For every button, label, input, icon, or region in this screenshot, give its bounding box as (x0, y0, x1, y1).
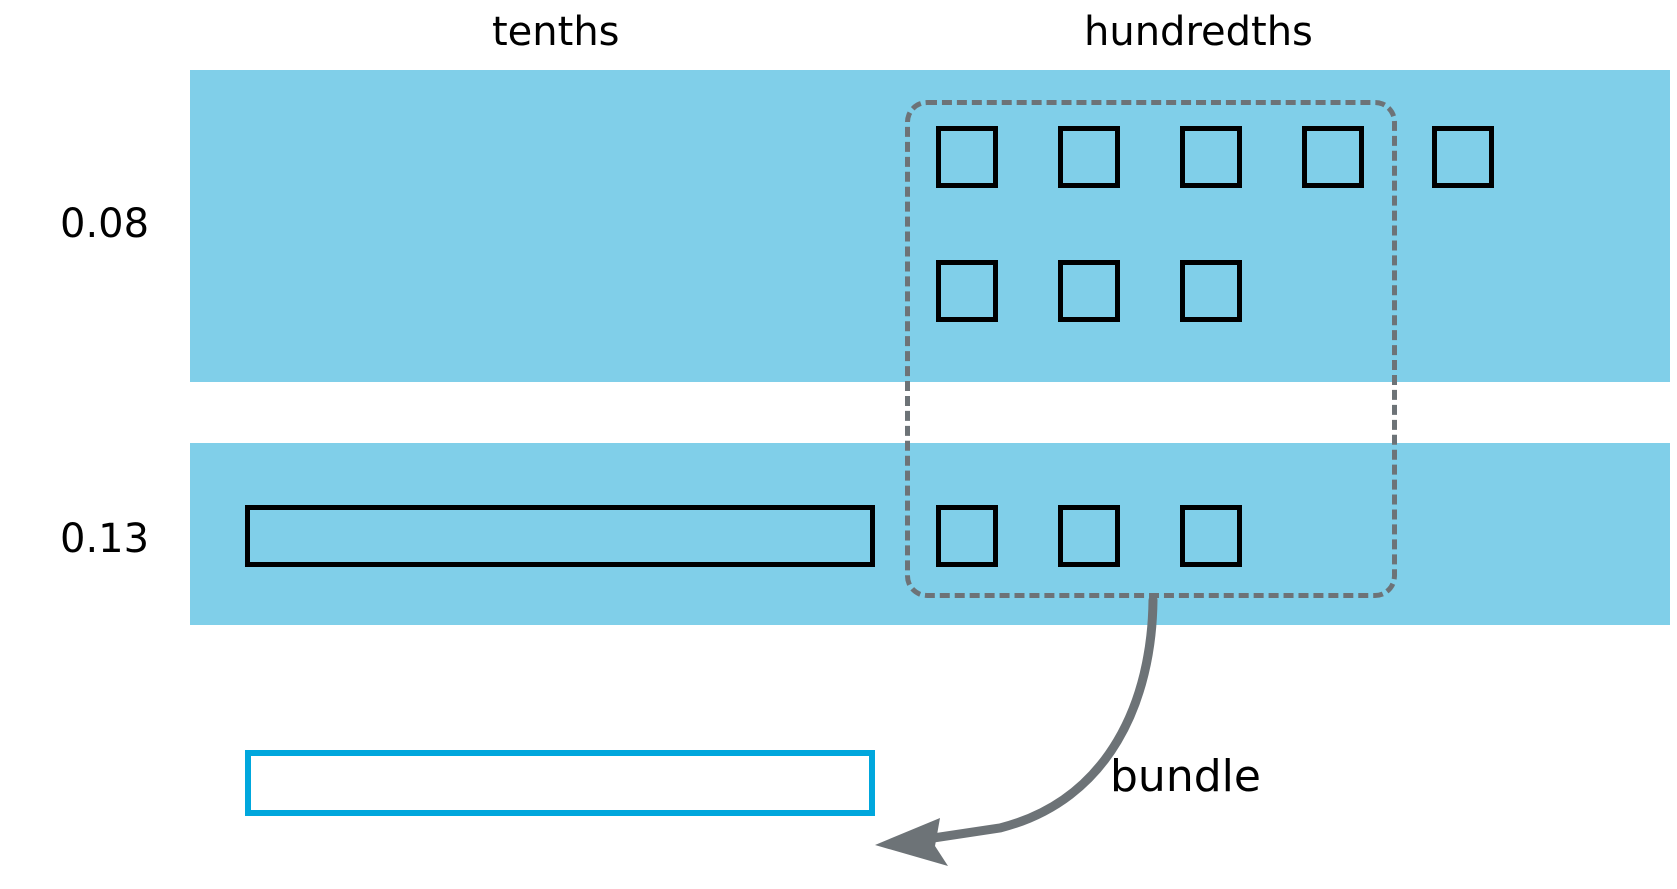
column-header-hundredths: hundredths (1084, 9, 1313, 55)
hundredth-unit-square (1058, 126, 1120, 188)
bundle-result-tenth-bar (245, 750, 875, 816)
hundredth-unit-square (1058, 260, 1120, 322)
hundredth-unit-square (1058, 505, 1120, 567)
hundredth-unit-square (1180, 260, 1242, 322)
column-header-tenths: tenths (492, 9, 620, 55)
hundredth-unit-square (936, 505, 998, 567)
bundle-annotation-label: bundle (1110, 751, 1261, 802)
hundredth-unit-square (1180, 126, 1242, 188)
hundredth-unit-square-outside-bundle (1432, 126, 1494, 188)
place-value-band-row-1 (190, 70, 1670, 382)
hundredth-unit-square (936, 126, 998, 188)
hundredth-unit-square (936, 260, 998, 322)
row-value-label-0-08: 0.08 (60, 201, 150, 247)
hundredth-unit-square (1302, 126, 1364, 188)
tenth-unit-bar (245, 505, 875, 567)
bundle-arrow-head (875, 818, 948, 866)
bundle-arrow-curve (915, 595, 1158, 845)
hundredth-unit-square (1180, 505, 1242, 567)
row-value-label-0-13: 0.13 (60, 516, 150, 562)
